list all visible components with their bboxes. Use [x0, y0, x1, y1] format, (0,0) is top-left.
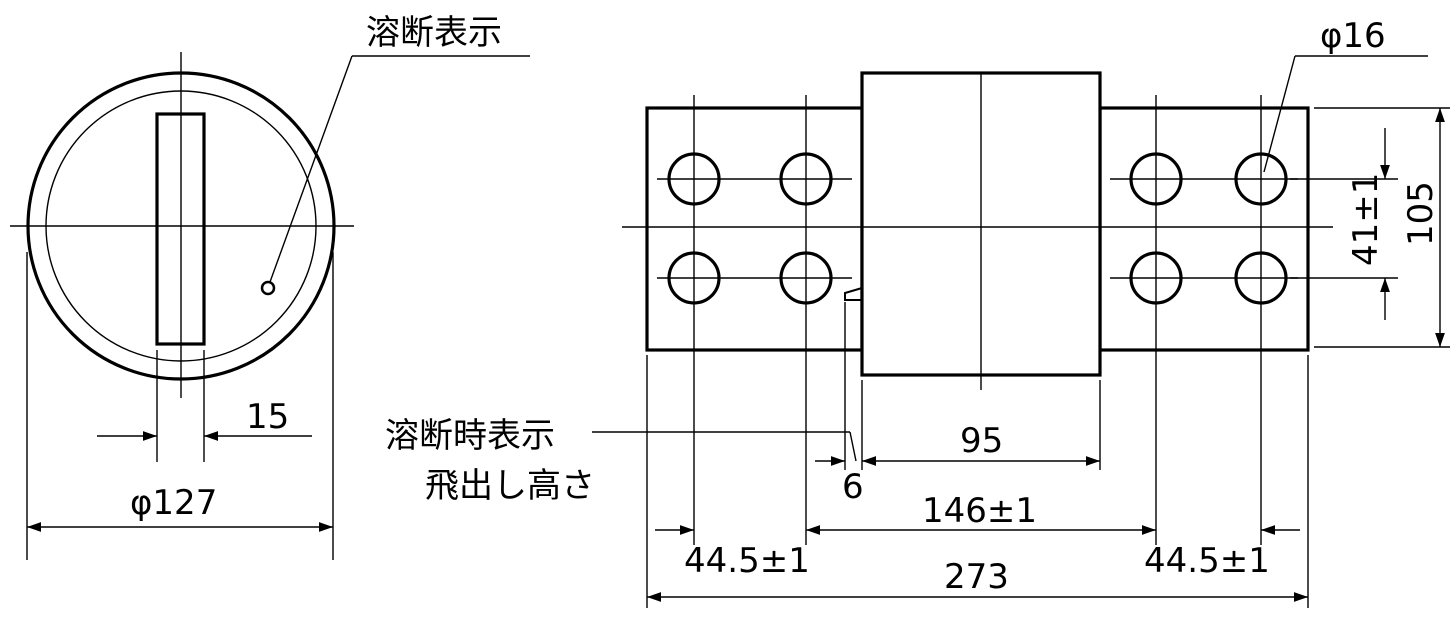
dim-label-dia: φ127 — [130, 483, 217, 523]
dim-label-95: 95 — [960, 421, 1003, 461]
dim-label-146: 146±1 — [922, 491, 1037, 531]
side-view: 95 6 溶断時表示 飛出し高さ 146±1 44.5±1 44.5±1 273… — [385, 16, 1450, 608]
right-tab — [1098, 106, 1310, 352]
fuse-indicator-dot — [260, 280, 276, 296]
end-view: 溶断表示 15 φ127 — [10, 13, 530, 560]
dim-label-273: 273 — [944, 557, 1009, 597]
pop-label-line1: 溶断時表示 — [385, 416, 555, 456]
dim-label-15: 15 — [246, 397, 289, 437]
pop-label-line2: 飛出し高さ — [425, 466, 595, 506]
pop-leader-diagonal — [849, 431, 857, 462]
dim-label-105: 105 — [1401, 181, 1441, 246]
hole-dia-label: φ16 — [1320, 16, 1386, 56]
left-tab — [645, 106, 864, 352]
dim-label-6: 6 — [842, 467, 864, 507]
dim-label-41: 41±1 — [1346, 173, 1386, 266]
fuse-indicator-label: 溶断表示 — [366, 13, 502, 53]
pop-indicator — [844, 287, 863, 301]
hole-dia-leader — [1263, 55, 1296, 173]
dim-label-44-right: 44.5±1 — [1144, 541, 1270, 581]
fuse-indicator-leader — [269, 55, 353, 283]
dim-label-44-left: 44.5±1 — [684, 541, 810, 581]
